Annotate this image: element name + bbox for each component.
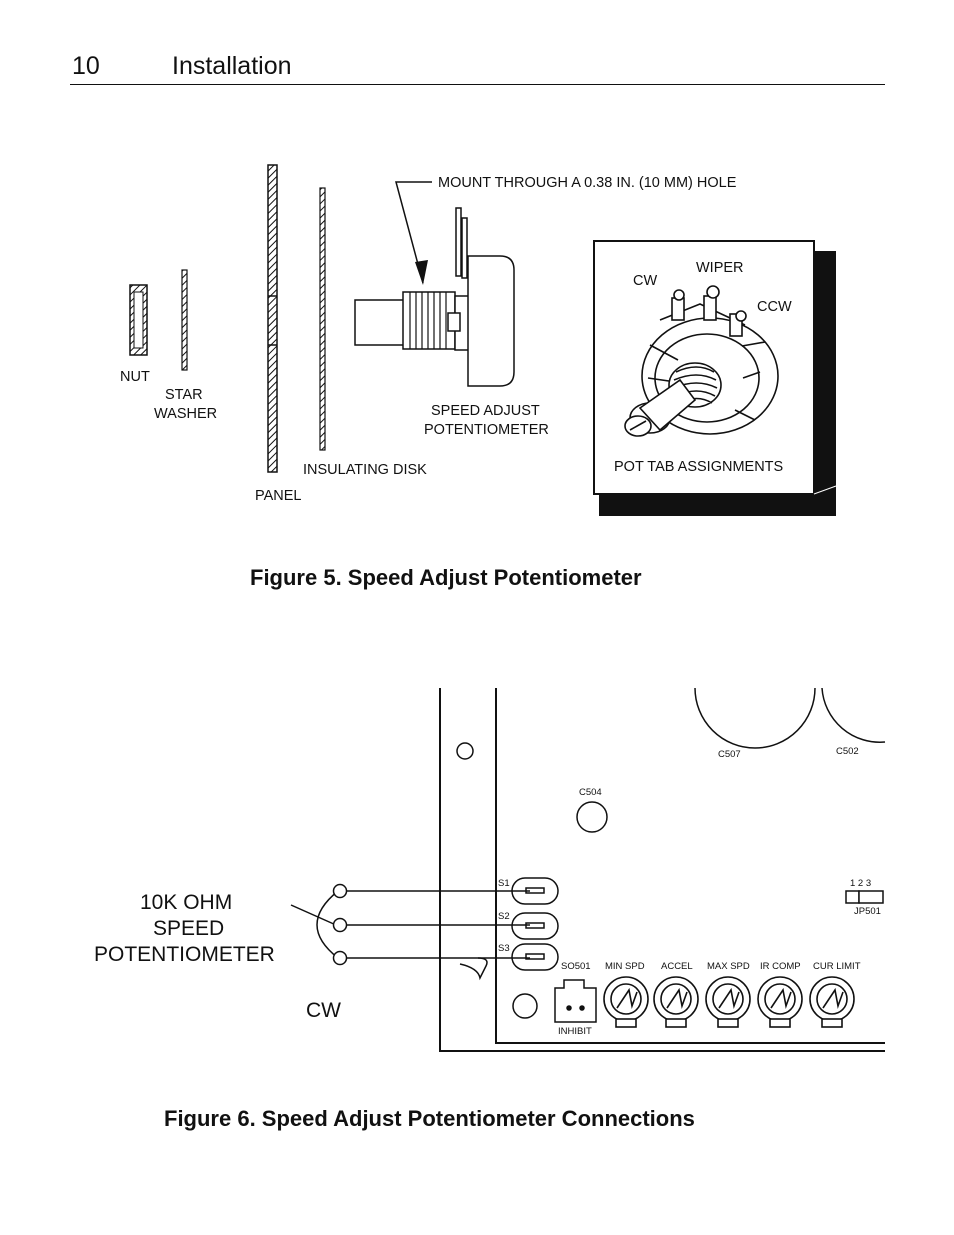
- board-outline: [439, 688, 885, 1052]
- pot-wires: [290, 890, 530, 981]
- insulating-disk-part: [319, 187, 326, 451]
- section-title: Installation: [172, 52, 292, 80]
- trimpot-group: [603, 976, 855, 1028]
- terminals: [511, 877, 559, 971]
- pot-label-line3: POTENTIOMETER: [94, 943, 275, 966]
- star-washer-label-line1: STAR: [165, 387, 203, 403]
- c507-label: C507: [718, 749, 741, 760]
- trimpot-label-min-spd: MIN SPD: [605, 961, 645, 972]
- speed-adjust-label-line2: POTENTIOMETER: [424, 422, 549, 438]
- trimpot-label-accel: ACCEL: [661, 961, 693, 972]
- star-washer-part: [181, 269, 188, 371]
- figure5-diagram: MOUNT THROUGH A 0.38 IN. (10 MM) HOLE NU…: [120, 164, 837, 516]
- mounting-hole-bottom: [512, 993, 538, 1019]
- trimpot-label-max-spd: MAX SPD: [707, 961, 750, 972]
- cw-label: CW: [306, 999, 341, 1022]
- figure5-caption: Figure 5. Speed Adjust Potentiometer: [250, 565, 642, 590]
- trimpot-max-spd: [705, 976, 751, 1028]
- mount-arrow: [395, 181, 432, 285]
- s3-label: S3: [498, 943, 510, 954]
- trimpot-min-spd: [603, 976, 649, 1028]
- s1-label: S1: [498, 878, 510, 889]
- header-rule: [70, 84, 885, 85]
- trimpot-cur-limit: [809, 976, 855, 1028]
- mounting-hole-top: [456, 742, 474, 760]
- pot-terminal-circles: [332, 883, 348, 966]
- figure6-caption: Figure 6. Speed Adjust Potentiometer Con…: [164, 1106, 695, 1131]
- trimpot-label-ir-comp: IR COMP: [760, 961, 801, 972]
- pot-label-line2: SPEED: [153, 917, 224, 940]
- inset-cw-label: CW: [633, 273, 657, 289]
- c504-label: C504: [579, 787, 602, 798]
- c502-label: C502: [836, 746, 859, 757]
- inset-ccw-label: CCW: [757, 299, 792, 315]
- capacitor-c507: [694, 687, 816, 749]
- capacitor-c504: [576, 801, 608, 833]
- page-number: 10: [72, 52, 100, 80]
- pot-label-line1: 10K OHM: [140, 891, 232, 914]
- star-washer-label-line2: WASHER: [154, 406, 217, 422]
- potentiometer-side-view: [354, 207, 515, 387]
- jp501-jumper: [845, 890, 884, 904]
- trimpot-accel: [653, 976, 699, 1028]
- s2-label: S2: [498, 911, 510, 922]
- trimpot-label-cur-limit: CUR LIMIT: [813, 961, 861, 972]
- trimpot-ir-comp: [757, 976, 803, 1028]
- pot-tab-inset: CW WIPER CCW POT TAB ASSIGNMENTS: [593, 240, 837, 516]
- inhibit-label: INHIBIT: [558, 1026, 592, 1037]
- insulating-disk-label: INSULATING DISK: [303, 462, 427, 478]
- panel-label: PANEL: [255, 488, 301, 504]
- panel-part: [267, 164, 278, 473]
- jp501-label: JP501: [854, 906, 881, 917]
- inset-wiper-label: WIPER: [696, 260, 744, 276]
- inset-title: POT TAB ASSIGNMENTS: [614, 459, 783, 475]
- nut-label: NUT: [120, 369, 150, 385]
- so501-connector: [554, 979, 597, 1023]
- speed-adjust-label-line1: SPEED ADJUST: [431, 403, 540, 419]
- figure6-diagram: C507 C502 C504 S1 S2 S3 10K OHM SPEED PO…: [94, 687, 886, 1052]
- nut-part: [129, 284, 148, 356]
- capacitor-c502: [821, 687, 886, 743]
- mount-note: MOUNT THROUGH A 0.38 IN. (10 MM) HOLE: [438, 175, 737, 191]
- jp501-pin-numbers: 1 2 3: [850, 878, 871, 889]
- so501-label: SO501: [561, 961, 591, 972]
